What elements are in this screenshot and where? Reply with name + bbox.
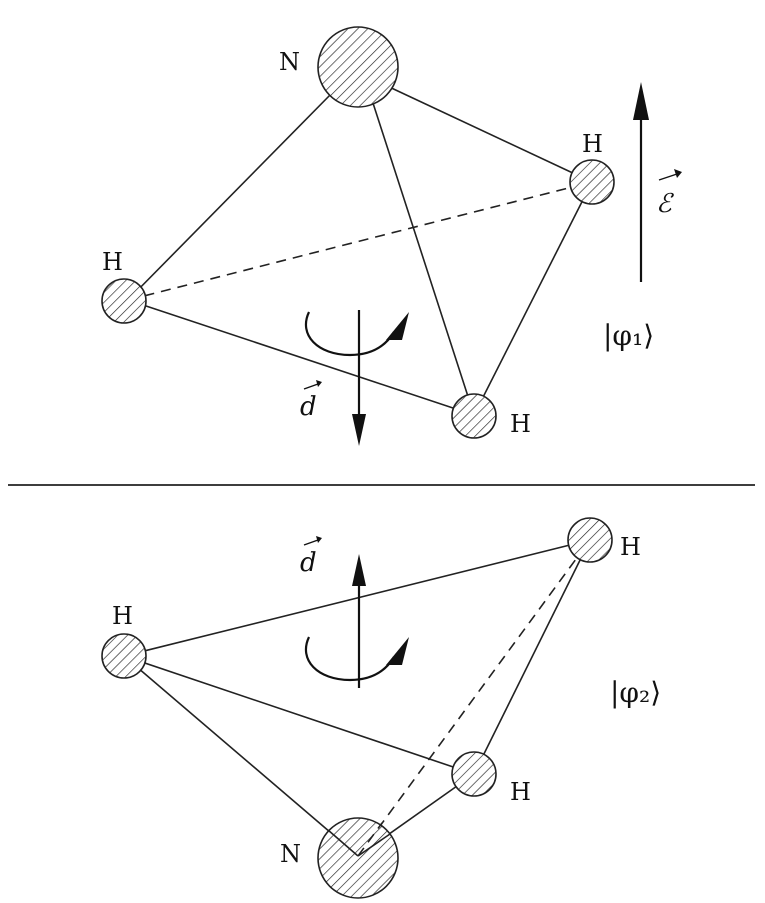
atom-label-h-left: H — [112, 602, 133, 630]
bond-n-inner-right — [357, 833, 391, 857]
svg-text:d: d — [300, 548, 317, 578]
molecule-bottom: H H H N d |φ₂⟩ — [101, 517, 661, 899]
atom-label-h-right: H — [620, 533, 641, 561]
state-label-phi1: |φ₁⟩ — [603, 319, 654, 352]
atom-h-bottom — [451, 393, 497, 439]
svg-text:d: d — [300, 392, 317, 422]
molecule-top: N H H H d ℰ |φ₁⟩ — [101, 26, 682, 446]
bond-h-left-h-bottom — [127, 299, 475, 416]
bond-n-h-right — [384, 84, 593, 183]
bond-h-bottom-h-right — [473, 181, 593, 416]
atom-h-left — [101, 278, 147, 324]
atom-n — [317, 26, 399, 108]
rotation-arrow-icon — [304, 636, 409, 682]
bond-h-left-h-bottom — [123, 655, 475, 775]
atom-h-bottom — [451, 751, 497, 797]
bond-n-inner-left — [327, 829, 359, 857]
atom-n — [317, 817, 399, 899]
bond-h-left-h-right-dashed — [127, 181, 593, 301]
dipole-arrow-icon — [352, 310, 366, 446]
atom-label-n: N — [279, 48, 300, 76]
bond-n-inner-dash — [357, 822, 383, 857]
dipole-label: d — [300, 380, 322, 422]
dipole-arrow-icon — [352, 554, 366, 688]
bond-h-bottom-h-right — [473, 539, 591, 775]
atom-label-h-left: H — [102, 248, 123, 276]
bond-n-h-bottom — [371, 99, 475, 416]
bond-h-left-n — [123, 655, 359, 857]
atom-label-h-right: H — [582, 130, 603, 158]
atom-label-h-bottom: H — [510, 410, 531, 438]
atom-label-h-bottom: H — [510, 778, 531, 806]
bond-h-left-h-right — [123, 539, 591, 657]
bond-n-h-left — [127, 91, 334, 301]
atom-label-n: N — [280, 840, 301, 868]
state-label-phi2: |φ₂⟩ — [610, 676, 661, 709]
atom-h-right — [569, 159, 615, 205]
atom-h-left — [101, 633, 147, 679]
rotation-arrow-icon — [304, 311, 409, 357]
bond-n-h-right-dashed — [357, 539, 591, 857]
svg-text:ℰ: ℰ — [656, 189, 674, 219]
atom-h-right — [567, 517, 613, 563]
dipole-label: d — [300, 536, 322, 578]
field-arrow-icon — [633, 82, 649, 282]
field-label: ℰ — [656, 169, 682, 219]
